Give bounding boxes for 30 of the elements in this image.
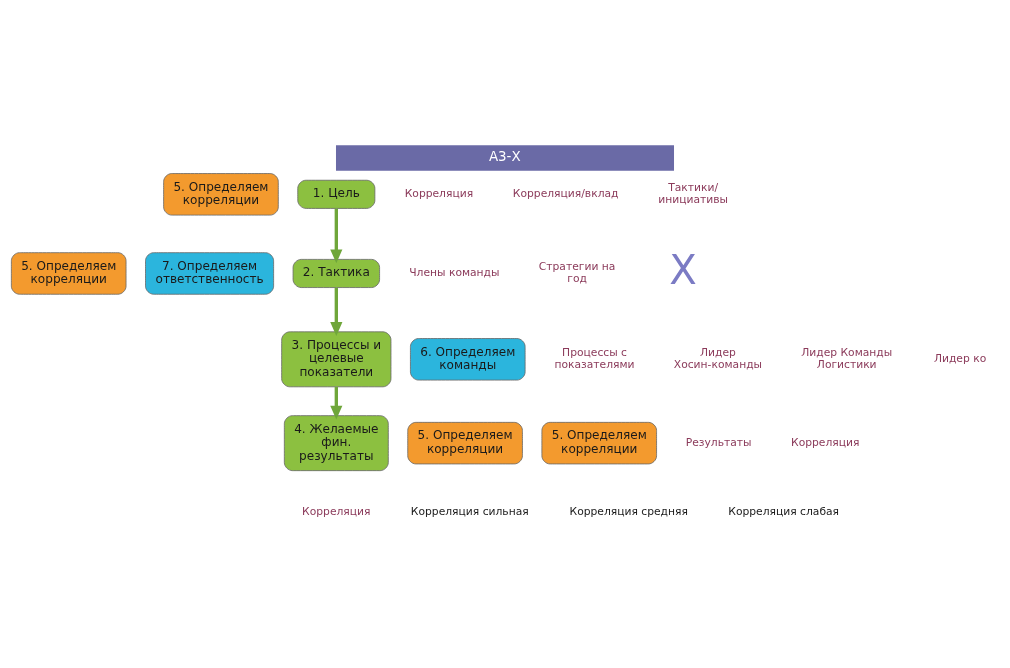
label: Стратегии на год <box>538 259 616 285</box>
node-box: 2. Тактика <box>292 258 380 288</box>
arrow <box>330 386 343 420</box>
node-box: 6. Определяем команды <box>410 337 526 380</box>
legend-label: Корреляция сильная <box>410 504 529 518</box>
legend-label: Корреляция слабая <box>728 504 840 518</box>
label: Процессы с показателями <box>554 345 635 371</box>
node-box: 4. Желаемые фин. результаты <box>283 414 389 471</box>
arrow <box>330 287 343 336</box>
arrow <box>330 208 343 263</box>
label: Корреляция <box>404 186 474 200</box>
label: Корреляция <box>302 504 371 518</box>
node-box: 5. Определяем корреляции <box>407 421 523 464</box>
label: Корреляция/вклад <box>512 186 619 200</box>
node-box: 3. Процессы и целевые показатели <box>281 330 392 387</box>
diagram-title: А3-Х <box>488 148 521 164</box>
legend-label: Корреляция средняя <box>569 504 688 518</box>
label: Результаты <box>685 435 752 449</box>
node-box: 5. Определяем корреляции <box>163 172 279 215</box>
label: Лидер ко <box>933 351 987 365</box>
node-box: 7. Определяем ответственность <box>145 251 274 295</box>
label: Члены команды <box>409 265 500 279</box>
label: Корреляция <box>791 435 860 449</box>
label: Тактики/ инициативы <box>658 180 729 206</box>
node-box: 1. Цель <box>297 179 376 209</box>
label: Лидер Команды Логистики <box>801 345 893 371</box>
node-box: 5. Определяем корреляции <box>10 251 127 295</box>
label: Лидер Хосин-команды <box>673 345 763 371</box>
label: X <box>669 246 697 293</box>
node-box: 5. Определяем корреляции <box>541 421 657 464</box>
